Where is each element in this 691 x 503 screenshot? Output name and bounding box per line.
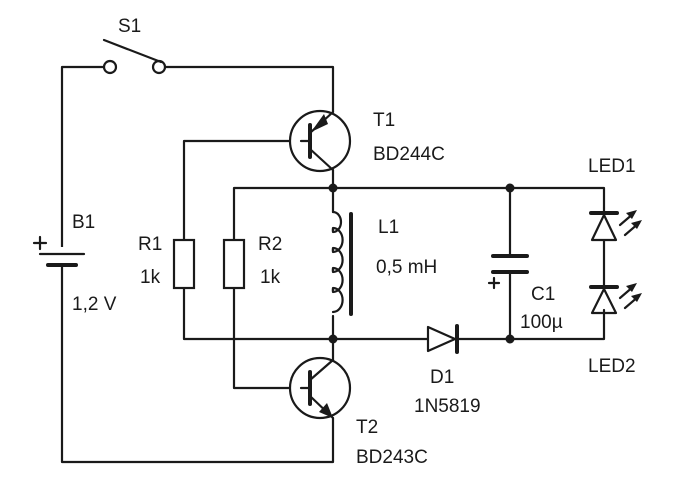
inductor-l1: L1 0,5 mH: [331, 210, 437, 316]
battery-b1: B1 1,2 V: [32, 212, 117, 315]
c1-label: C1: [531, 284, 555, 305]
t2-label: T2: [356, 417, 378, 438]
l1-label: L1: [378, 217, 399, 238]
r2-label: R2: [258, 234, 282, 255]
diode-d1: D1 1N5819: [414, 324, 481, 417]
c1-value: 100µ: [520, 312, 563, 333]
led2-label: LED2: [588, 356, 636, 377]
transistor-t2: T2 BD243C: [288, 356, 428, 468]
t1-label: T1: [373, 110, 395, 131]
junction-dots: [328, 183, 515, 344]
r2-value: 1k: [260, 267, 281, 288]
t2-part: BD243C: [356, 447, 428, 468]
capacitor-c1: C1 100µ: [487, 254, 563, 333]
led-2: LED2: [588, 283, 642, 377]
led1-label: LED1: [588, 156, 636, 177]
r1-value: 1k: [140, 267, 161, 288]
switch-label: S1: [118, 16, 141, 37]
r1-label: R1: [138, 234, 162, 255]
resistor-r2: R2 1k: [222, 234, 282, 290]
battery-voltage: 1,2 V: [72, 294, 117, 315]
l1-value: 0,5 mH: [376, 257, 437, 278]
transistor-t1: T1 BD244C: [288, 109, 445, 173]
wires: [60, 65, 606, 464]
battery-label: B1: [72, 212, 95, 233]
led-1: LED1: [588, 156, 642, 242]
d1-part: 1N5819: [414, 396, 481, 417]
t1-part: BD244C: [373, 144, 445, 165]
d1-label: D1: [430, 367, 454, 388]
switch-s1: S1: [102, 16, 167, 75]
resistor-r1: R1 1k: [138, 234, 196, 290]
